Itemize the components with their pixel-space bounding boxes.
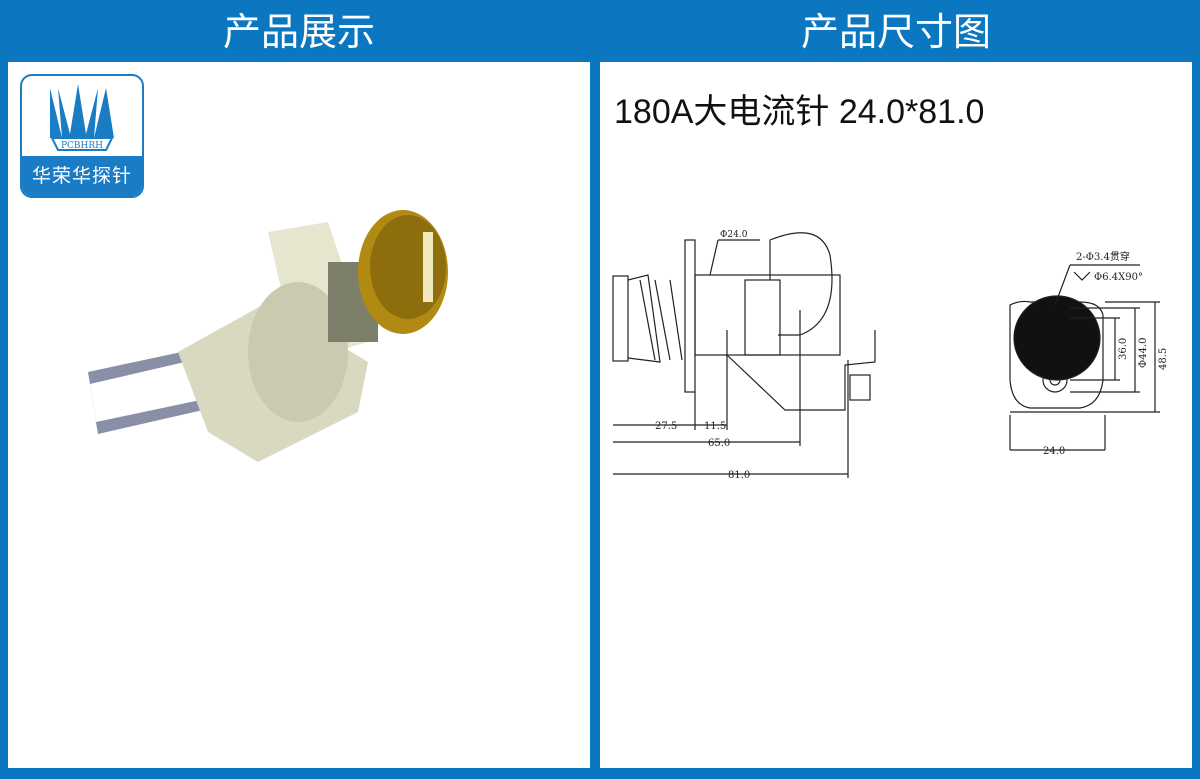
- product-display-header: 产品展示: [222, 10, 375, 54]
- product-title: 180A大电流针 24.0*81.0: [614, 93, 985, 131]
- product-dimension-header: 产品尺寸图: [800, 10, 991, 54]
- hole-note-countersink: Φ6.4X90°: [1094, 272, 1143, 283]
- probe-render-image: [88, 210, 448, 462]
- hole-note-through: 2-Φ3.4贯穿: [1076, 250, 1130, 263]
- flange: [684, 239, 696, 393]
- dim-48-5: 48.5: [1158, 348, 1169, 370]
- dim-diameter: Φ24.0: [720, 230, 748, 240]
- crown-logo-icon: PCBHRH: [50, 84, 114, 151]
- dim-81: 81.0: [728, 470, 750, 481]
- dim-65: 65.0: [708, 438, 730, 449]
- dim-24: 24.0: [1043, 446, 1065, 457]
- brand-logo: PCBHRH 华荣华探针: [20, 74, 144, 198]
- dim-36: 36.0: [1118, 338, 1129, 360]
- dimension-panel: 180A大电流针 24.0*81.0 27.5 11.5 65.0 81.0 Φ…: [600, 62, 1192, 768]
- dim-11-5: 11.5: [704, 421, 726, 432]
- dimension-drawing: 27.5 11.5 65.0 81.0 Φ24.0 2-Φ3.4贯穿 Φ6.4X…: [612, 230, 1169, 481]
- hex-nut: [744, 279, 781, 356]
- probe-head: [612, 275, 629, 362]
- dim-27-5: 27.5: [655, 421, 677, 432]
- dim-44: Φ44.0: [1138, 338, 1149, 368]
- product-display-panel: PCBHRH 华荣华探针: [8, 62, 590, 768]
- logo-chinese-name: 华荣华探针: [22, 156, 142, 196]
- spring: [627, 274, 661, 363]
- probe-face: [1013, 295, 1101, 381]
- logo-latin: PCBHRH: [61, 141, 103, 151]
